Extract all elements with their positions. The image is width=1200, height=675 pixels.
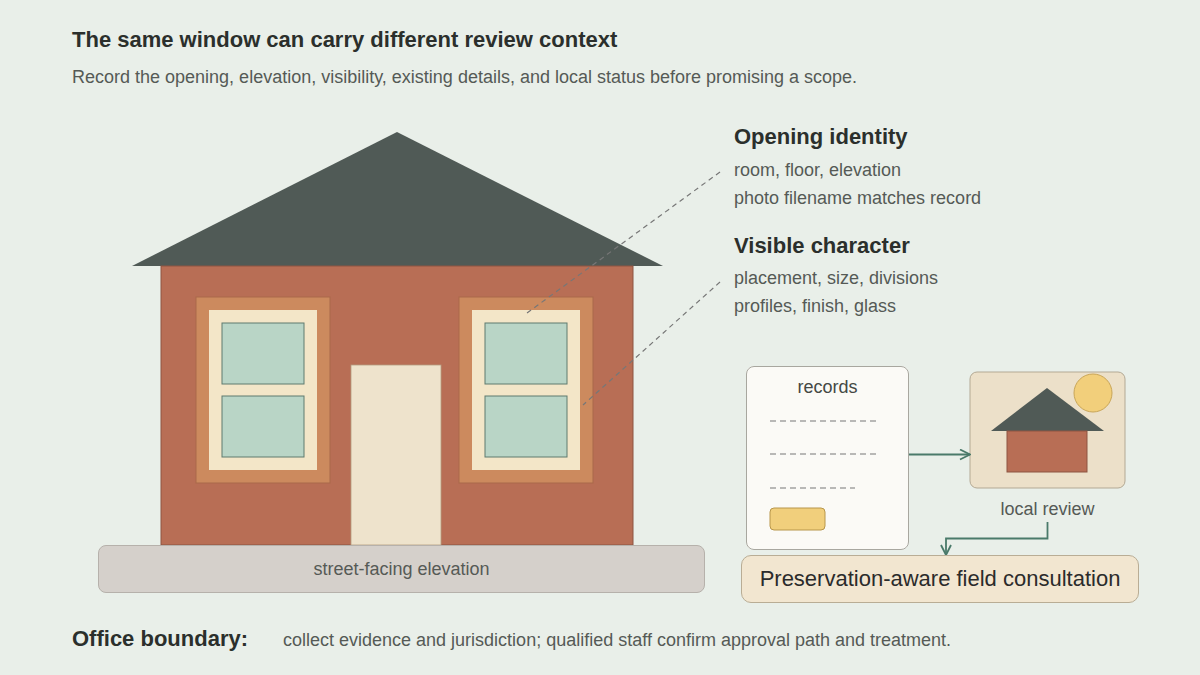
text-line <box>770 421 880 422</box>
callout-body: photo filename matches record <box>734 188 981 209</box>
roof <box>132 132 663 266</box>
leader-line <box>527 172 720 313</box>
node-label: street-facing elevation <box>313 559 489 580</box>
consultation-box: Preservation-aware field consultation <box>741 555 1139 603</box>
title: The same window can carry different revi… <box>72 27 617 53</box>
records-sheet: records <box>746 366 909 550</box>
callout-heading: Opening identity <box>734 124 908 150</box>
document-sheet <box>746 366 909 550</box>
icon-roof <box>991 388 1104 431</box>
flow-arrow <box>909 454 970 456</box>
boundary-heading: Office boundary: <box>72 626 248 652</box>
boundary-note: collect evidence and jurisdiction; quali… <box>283 630 951 651</box>
door <box>351 365 441 545</box>
review-icon <box>970 372 1125 488</box>
flow-arrow <box>946 522 1048 555</box>
sun <box>1074 374 1112 412</box>
callout-body: room, floor, elevation <box>734 160 901 181</box>
callout-body: placement, size, divisions <box>734 268 938 289</box>
callout-heading: Visible character <box>734 233 910 259</box>
leader-line <box>583 282 720 405</box>
node-label: local review <box>1000 499 1094 520</box>
tag <box>770 508 825 530</box>
subtitle: Record the opening, elevation, visibilit… <box>72 67 857 88</box>
window <box>196 297 330 483</box>
icon-wall <box>1007 431 1087 472</box>
review-node: local review <box>970 372 1125 522</box>
wall <box>161 266 633 545</box>
ground-band: street-facing elevation <box>98 545 705 593</box>
text-line <box>770 454 880 455</box>
callout-body: profiles, finish, glass <box>734 296 896 317</box>
text-line <box>770 488 855 489</box>
window <box>459 297 593 483</box>
node-label: Preservation-aware field consultation <box>760 566 1121 592</box>
node-label: records <box>797 377 857 398</box>
